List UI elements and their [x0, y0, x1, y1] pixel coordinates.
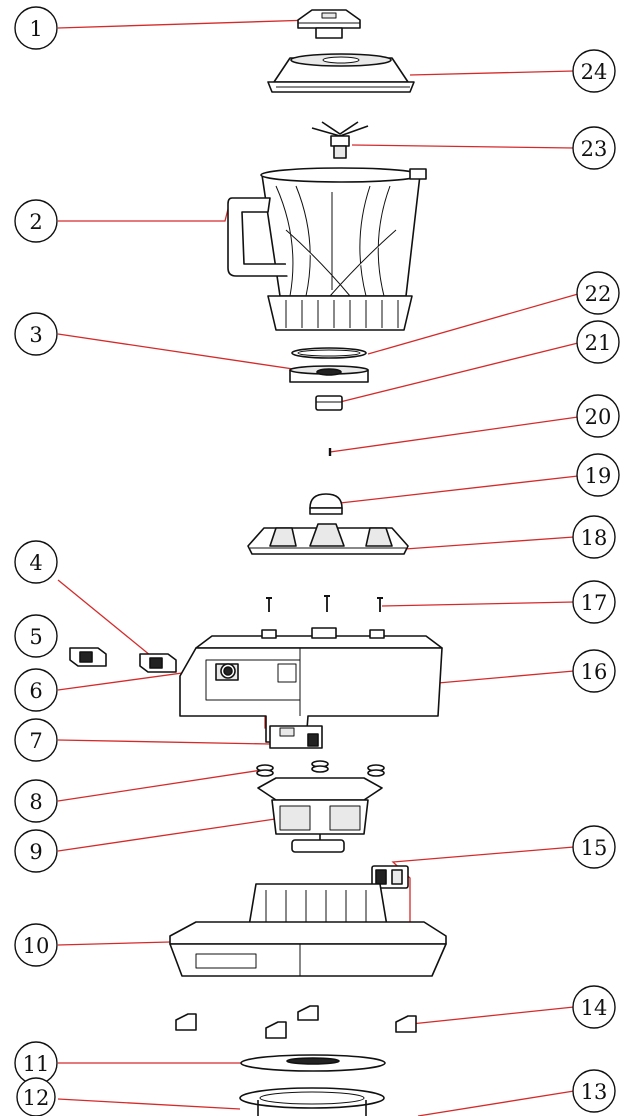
svg-text:6: 6: [29, 679, 42, 703]
svg-text:5: 5: [29, 625, 42, 649]
svg-text:3: 3: [29, 323, 42, 347]
callout-4: 4: [14, 540, 58, 584]
callout-24: 24: [572, 49, 616, 93]
part-jar-pad: [247, 523, 409, 555]
leader-23: [351, 144, 575, 149]
callout-13: 13: [572, 1069, 616, 1113]
leader-10: [57, 941, 171, 946]
callout-9: 9: [14, 829, 58, 873]
part-upper-housing: [179, 627, 443, 743]
part-base-housing: [169, 883, 447, 977]
svg-text:21: 21: [585, 331, 612, 355]
part-power-switch: [139, 653, 177, 673]
part-feet: [175, 1005, 417, 1039]
part-fan-ring: [239, 1087, 385, 1116]
svg-text:2: 2: [29, 210, 42, 234]
callout-18: 18: [572, 515, 616, 559]
svg-text:16: 16: [581, 660, 608, 684]
part-bottom-plate: [240, 1054, 386, 1072]
leader-16: [437, 670, 575, 684]
leader-24: [409, 70, 575, 76]
part-coupling-ring: [289, 365, 369, 383]
leader-14: [410, 1006, 575, 1025]
svg-text:22: 22: [585, 282, 612, 306]
callout-19: 19: [576, 453, 620, 497]
part-lid: [267, 53, 415, 93]
svg-text:17: 17: [581, 591, 608, 615]
callout-1: 1: [14, 6, 58, 50]
callout-20: 20: [576, 394, 620, 438]
part-fuse-holder: [371, 865, 409, 889]
callout-17: 17: [572, 580, 616, 624]
leader-13: [417, 1090, 575, 1116]
part-motor-coupling: [309, 493, 343, 515]
callout-11: 11: [14, 1041, 58, 1085]
svg-text:9: 9: [29, 840, 42, 864]
leader-3: [57, 333, 301, 371]
leader-21: [339, 342, 579, 403]
part-speed-knob: [223, 666, 233, 676]
leader-8: [57, 769, 263, 802]
svg-text:18: 18: [581, 526, 608, 550]
part-motor: [257, 777, 383, 853]
part-damper-rings: [256, 760, 385, 777]
leader-9: [57, 817, 283, 852]
callout-23: 23: [572, 126, 616, 170]
callout-3: 3: [14, 312, 58, 356]
part-control-board: [269, 725, 323, 749]
svg-text:7: 7: [29, 729, 42, 753]
svg-text:23: 23: [581, 137, 608, 161]
callout-2: 2: [14, 199, 58, 243]
callout-5: 5: [14, 614, 58, 658]
svg-text:12: 12: [23, 1086, 50, 1110]
svg-text:19: 19: [585, 464, 612, 488]
leader-18: [404, 536, 575, 550]
svg-text:11: 11: [23, 1052, 50, 1076]
leader-2: [58, 204, 230, 222]
callout-7: 7: [14, 718, 58, 762]
svg-text:8: 8: [29, 790, 42, 814]
leader-7: [57, 739, 271, 745]
part-screws: [266, 595, 383, 612]
leader-12: [57, 1098, 241, 1110]
callout-21: 21: [576, 320, 620, 364]
part-lid-plug: [297, 9, 361, 39]
svg-text:24: 24: [581, 60, 608, 84]
leader-1: [57, 19, 313, 29]
svg-text:4: 4: [29, 551, 42, 575]
part-blade-assembly: [311, 121, 369, 159]
part-drive-socket: [315, 395, 343, 411]
leader-22: [367, 293, 579, 355]
svg-text:14: 14: [581, 996, 608, 1020]
svg-text:10: 10: [23, 934, 50, 958]
part-gasket: [291, 347, 367, 359]
part-jar: [227, 167, 427, 331]
callout-6: 6: [14, 668, 58, 712]
leader-19: [339, 475, 579, 504]
svg-text:15: 15: [581, 836, 608, 860]
callout-12: 12: [16, 1077, 56, 1116]
callout-10: 10: [14, 923, 58, 967]
leader-20: [329, 416, 579, 453]
callout-8: 8: [14, 779, 58, 823]
svg-text:13: 13: [581, 1080, 608, 1104]
part-pulse-switch: [69, 647, 107, 667]
callout-16: 16: [572, 649, 616, 693]
leader-4: [57, 579, 157, 661]
svg-text:20: 20: [585, 405, 612, 429]
svg-text:1: 1: [29, 17, 42, 41]
callout-15: 15: [572, 825, 616, 869]
leader-17: [381, 601, 575, 607]
callout-14: 14: [572, 985, 616, 1029]
callout-22: 22: [576, 271, 620, 315]
